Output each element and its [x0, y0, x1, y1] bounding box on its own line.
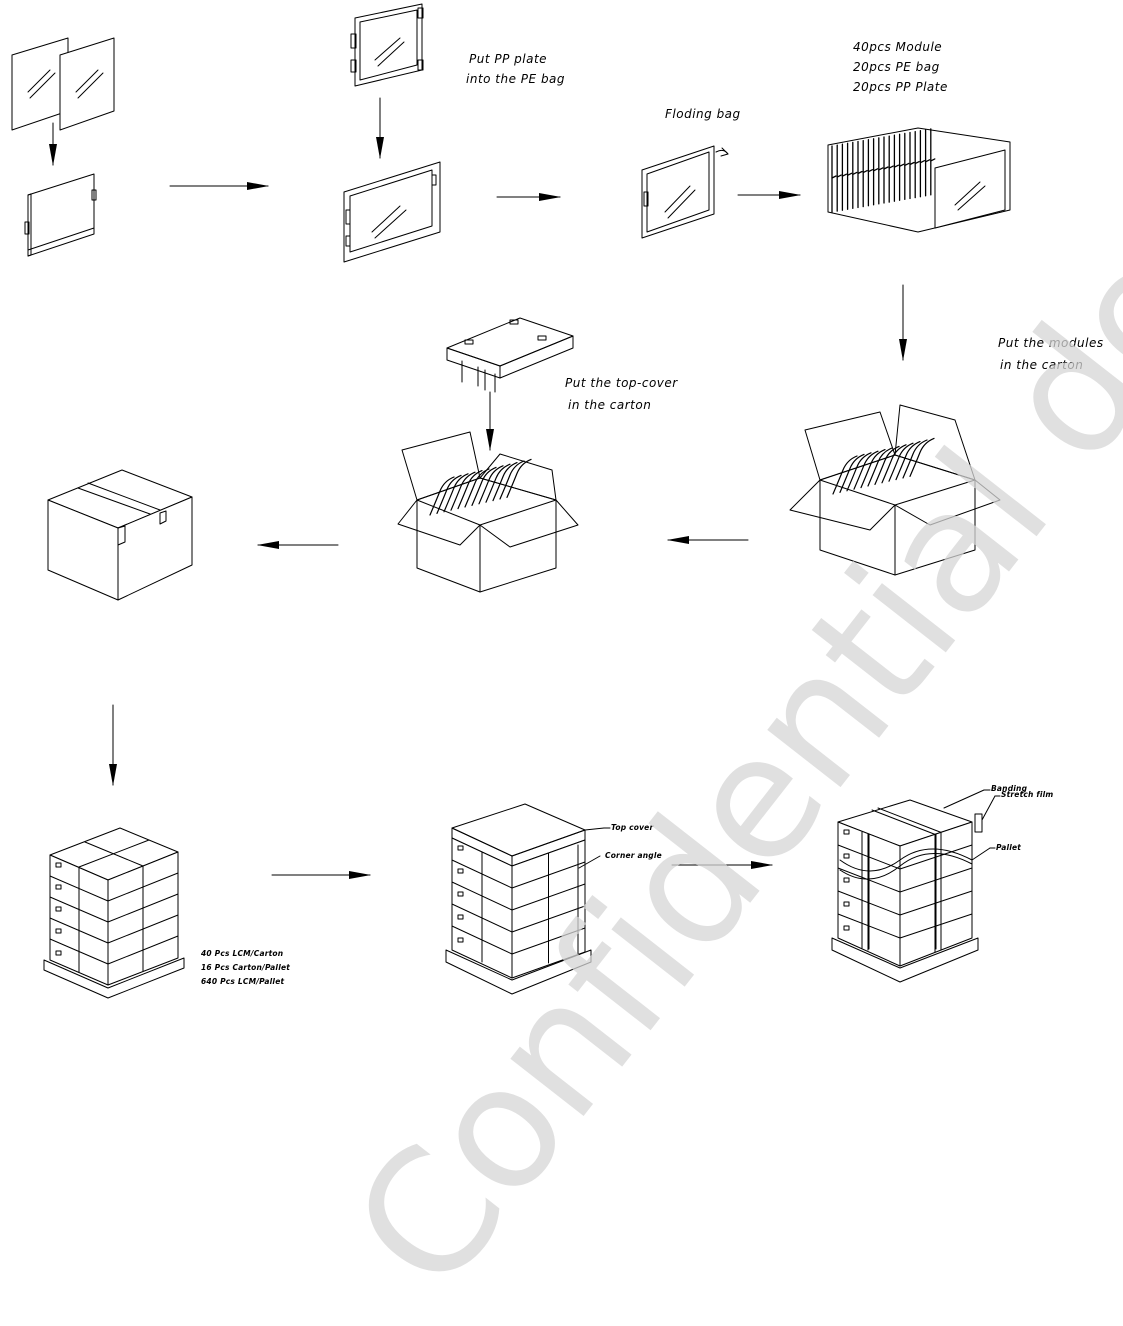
label-folding-bag: Floding bag: [665, 105, 741, 124]
label-module-count-3: 20pcs PP Plate: [853, 78, 948, 97]
label-top-cover: Top cover: [611, 822, 653, 833]
folding-bag-icon: [642, 146, 728, 238]
label-pallet-info-2: 16 Pcs Carton/Pallet: [201, 962, 290, 973]
module-stack-icon: [828, 128, 1010, 232]
label-put-pp-plate-2: into the PE bag: [466, 70, 565, 89]
top-cover-icon: [447, 318, 573, 392]
label-module-count-2: 20pcs PE bag: [853, 58, 940, 77]
label-put-modules-1: Put the modules: [998, 334, 1104, 353]
carton-with-modules-icon: [790, 405, 1000, 575]
carton-with-cover-icon: [398, 432, 578, 592]
pe-bag-icon: [344, 162, 440, 262]
label-pallet-info-3: 640 Pcs LCM/Pallet: [201, 976, 284, 987]
label-corner-angle: Corner angle: [605, 850, 662, 861]
packing-flow-diagram: [0, 0, 1123, 1000]
covered-pallet-icon: [446, 804, 610, 994]
label-put-topcover-1: Put the top-cover: [565, 374, 678, 393]
sealed-carton-icon: [48, 470, 192, 600]
label-module-count-1: 40pcs Module: [853, 38, 942, 57]
label-put-topcover-2: in the carton: [568, 396, 651, 415]
pp-plate-icon: [351, 4, 423, 86]
label-pallet: Pallet: [996, 842, 1021, 853]
label-stretch-film: Stretch film: [1001, 789, 1053, 800]
glass-panels-icon: [12, 38, 114, 130]
label-put-pp-plate-1: Put PP plate: [469, 50, 547, 69]
label-pallet-info-1: 40 Pcs LCM/Carton: [201, 948, 283, 959]
module-with-plate-icon: [25, 174, 96, 256]
loaded-pallet-icon: [44, 828, 184, 998]
wrapped-pallet-icon: [832, 790, 1000, 982]
label-put-modules-2: in the carton: [1000, 356, 1083, 375]
